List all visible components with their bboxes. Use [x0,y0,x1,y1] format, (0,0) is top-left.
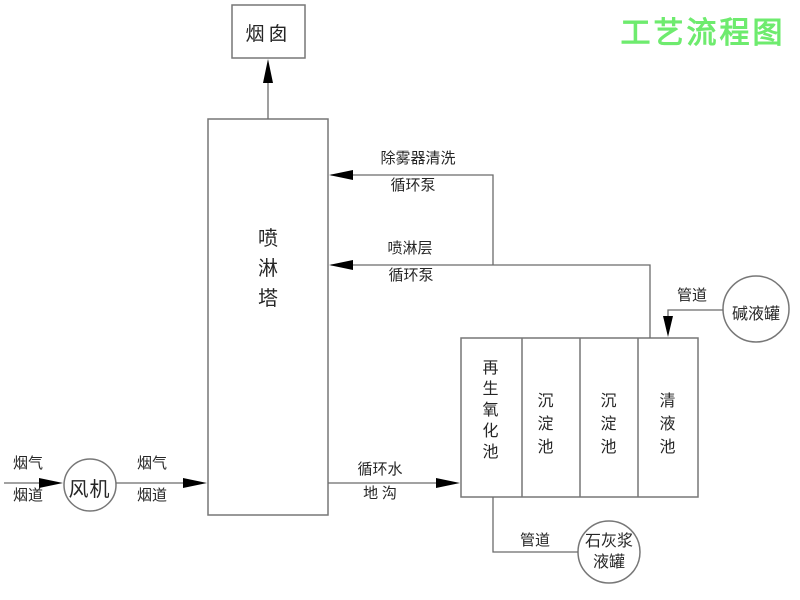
alkali-tank-label: 碱液罐 [731,306,780,323]
lime-tank-label: 石灰浆 液罐 [580,531,638,573]
alkali-pipe-line [667,309,723,320]
spray-layer-label-top: 喷淋层 [387,241,433,257]
inlet-duct-label-top: 烟气 [12,456,43,472]
lime-tank-label-line2: 液罐 [592,554,625,571]
chimney-label: 烟囱 [245,24,292,45]
arrow-into-fan [39,478,63,488]
lime-pipe-label: 管道 [520,533,551,549]
pool-compartment-clear-liquid: 清液池 [659,393,676,456]
arrow-into-tower-spray [329,260,353,270]
demister-wash-label-top: 除雾器清洗 [380,151,456,167]
circulating-water-label-top: 循环水 [357,462,403,478]
lime-pipe-line [492,497,578,553]
pool-compartment-regen-oxidation: 再生氧化池 [482,360,499,461]
pool-compartment-sedimentation-1: 沉淀池 [537,393,554,456]
circulating-water-label-bottom: 地 沟 [363,486,397,502]
spray-tower-label: 喷淋塔 [258,228,278,310]
pool-compartment-sedimentation-2: 沉淀池 [600,393,617,456]
arrow-into-pool [436,478,460,488]
arrow-down-alkali [663,316,673,337]
arrow-up-chimney [263,59,273,83]
alkali-tank-circle [722,275,790,343]
diagram-title: 工艺流程图 [620,17,786,50]
demister-wash-line [331,174,494,265]
arrow-into-tower-demister [329,170,353,180]
fan-to-tower-label-bottom: 烟道 [136,488,167,504]
demister-wash-label-bottom: 循环泵 [390,178,436,194]
spray-layer-label-bottom: 循环泵 [388,268,434,284]
fan-to-tower-label-top: 烟气 [136,456,167,472]
arrow-into-tower-gas [183,478,207,488]
chimney-box [231,4,306,59]
fan-circle [63,458,117,512]
spray-tower-box [207,118,329,516]
lime-tank-label-line1: 石灰浆 [584,533,633,550]
spray-layer-line [331,264,651,338]
fan-label: 风机 [68,479,111,501]
inlet-duct-label-bottom: 烟道 [12,488,43,504]
alkali-pipe-label: 管道 [677,288,708,304]
